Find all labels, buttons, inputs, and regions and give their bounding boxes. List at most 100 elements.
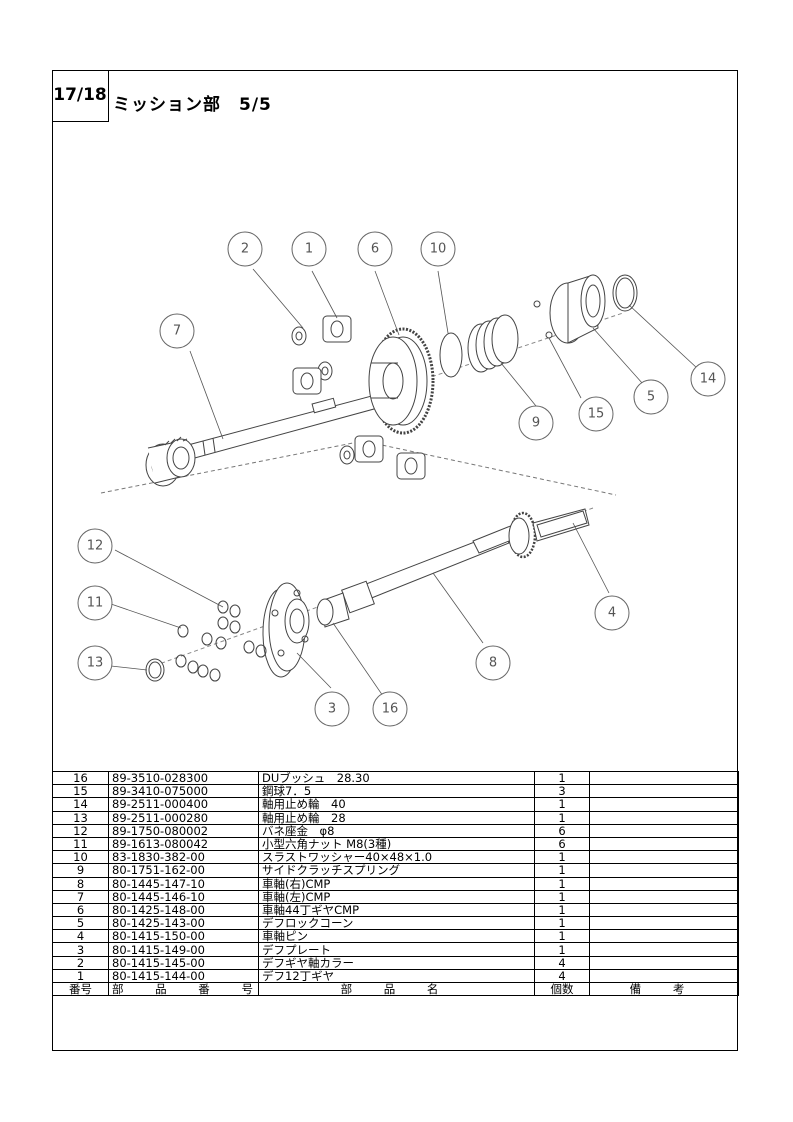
- row-part-number: 80-1425-143-00: [108, 916, 259, 931]
- callout-label: 15: [588, 407, 605, 422]
- col-header-qty: 個数: [534, 981, 590, 997]
- row-no: 6: [52, 902, 109, 918]
- row-no: 7: [52, 889, 109, 904]
- row-part-name: デフ12丁ギヤ: [258, 968, 535, 984]
- callout-14: [690, 361, 726, 397]
- callout-4: [594, 595, 630, 631]
- callout-label: 4: [608, 606, 616, 621]
- row-remarks: [589, 850, 739, 865]
- row-qty: 4: [534, 968, 590, 984]
- row-remarks: [589, 797, 739, 812]
- row-qty: 6: [534, 836, 590, 852]
- row-qty: 1: [534, 863, 590, 878]
- callout-15: [578, 396, 614, 432]
- row-part-number: 80-1415-145-00: [108, 955, 259, 970]
- callout-10: [420, 231, 456, 267]
- row-remarks: [589, 902, 739, 918]
- callout-label: 6: [371, 242, 379, 257]
- row-qty: 1: [534, 850, 590, 865]
- row-no: 14: [52, 797, 109, 812]
- nuts-and-washers: [175, 600, 267, 682]
- drawing-frame: [52, 70, 738, 1051]
- row-remarks: [589, 955, 739, 970]
- row-qty: 1: [534, 876, 590, 891]
- row-no: 3: [52, 942, 109, 957]
- row-qty: 1: [534, 942, 590, 957]
- row-no: 1: [52, 968, 109, 984]
- row-part-name: 軸用止め輪 28: [258, 810, 535, 825]
- callout-label: 8: [489, 656, 497, 671]
- callout-16: [372, 691, 408, 727]
- row-part-name: 車軸(右)CMP: [258, 876, 535, 891]
- row-qty: 6: [534, 823, 590, 838]
- row-no: 16: [52, 770, 109, 786]
- row-remarks: [589, 929, 739, 944]
- row-part-number: 89-1750-080002: [108, 823, 259, 838]
- thrust-washer: [439, 332, 463, 378]
- callout-3: [314, 691, 350, 727]
- row-remarks: [589, 942, 739, 957]
- row-remarks: [589, 863, 739, 878]
- row-part-name: 車軸44丁ギヤCMP: [258, 902, 535, 918]
- row-part-name: バネ座金 φ8: [258, 823, 535, 838]
- row-part-number: 80-1415-144-00: [108, 968, 259, 984]
- row-part-number: 89-1613-080042: [108, 836, 259, 852]
- callout-7: [159, 313, 195, 349]
- row-part-name: 小型六角ナット M8(3種): [258, 836, 535, 852]
- callout-label: 11: [87, 596, 104, 611]
- row-part-name: 軸用止め輪 40: [258, 797, 535, 812]
- row-no: 11: [52, 836, 109, 852]
- row-remarks: [589, 784, 739, 799]
- row-part-name: 車軸ピン: [258, 929, 535, 944]
- callout-label: 16: [382, 702, 399, 717]
- page-title: ミッション部 5/5: [113, 95, 272, 115]
- row-part-number: 80-1425-148-00: [108, 902, 259, 918]
- col-header-no: 番号: [52, 981, 109, 997]
- callout-2: [227, 231, 263, 267]
- row-part-name: 鋼球7．5: [258, 784, 535, 799]
- col-header-remarks: 備 考: [589, 981, 739, 997]
- callout-label: 12: [87, 539, 104, 554]
- row-qty: 1: [534, 797, 590, 812]
- row-remarks: [589, 770, 739, 786]
- row-remarks: [589, 810, 739, 825]
- row-part-name: デフロックコーン: [258, 916, 535, 931]
- row-qty: 1: [534, 929, 590, 944]
- row-qty: 1: [534, 810, 590, 825]
- diff-gear-collar: [291, 326, 355, 465]
- row-no: 13: [52, 810, 109, 825]
- callout-8: [475, 645, 511, 681]
- row-part-name: デフプレート: [258, 942, 535, 957]
- row-remarks: [589, 916, 739, 931]
- callout-9: [518, 405, 554, 441]
- row-no: 12: [52, 823, 109, 838]
- callout-11: [77, 585, 113, 621]
- callout-label: 3: [328, 702, 336, 717]
- row-qty: 1: [534, 916, 590, 931]
- row-qty: 1: [534, 770, 590, 786]
- row-qty: 1: [534, 889, 590, 904]
- axle-44t-gear: [368, 327, 435, 435]
- callout-label: 14: [700, 372, 717, 387]
- row-part-name: スラストワッシャー40×48×1.0: [258, 850, 535, 865]
- side-clutch-spring: [467, 314, 519, 373]
- callout-label: 2: [241, 242, 249, 257]
- row-no: 8: [52, 876, 109, 891]
- callout-13: [77, 645, 113, 681]
- page-number: 17/18: [52, 70, 109, 122]
